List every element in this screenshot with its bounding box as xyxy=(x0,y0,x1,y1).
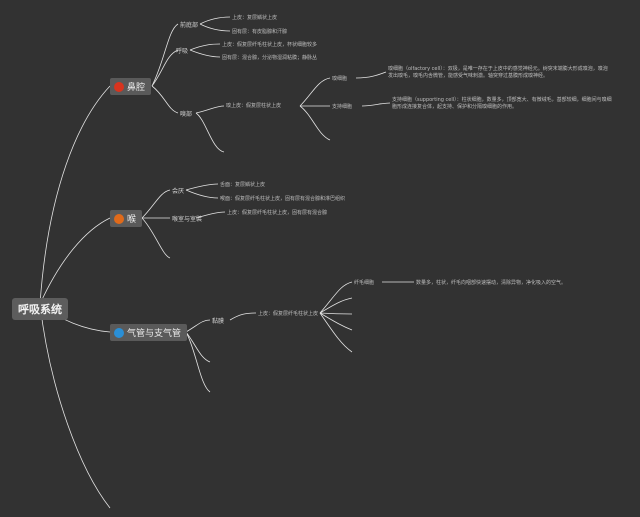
circle-icon xyxy=(114,81,124,92)
branch-trachea-label: 气管与支气管 xyxy=(127,329,182,339)
supporting-cell-desc: 支持细胞（supporting cell）：柱状细胞，数量多，顶部宽大、有微绒毛… xyxy=(392,97,612,110)
nose-respiratory[interactable]: 呼吸部 xyxy=(176,48,188,55)
trachea-mucosa[interactable]: 黏膜 xyxy=(212,318,225,325)
nose-olfactory[interactable]: 嗅部 xyxy=(180,111,193,118)
branch-nose[interactable]: 鼻腔 xyxy=(110,78,152,95)
circle-icon xyxy=(114,327,124,338)
ventricle-epithelium[interactable]: 上皮：假复层纤毛柱状上皮，固有层有混合腺 xyxy=(227,210,328,216)
nose-vestibule-lamina[interactable]: 固有层：有皮脂腺和汗腺 xyxy=(232,29,288,35)
olfactory-cell-desc: 嗅细胞（olfactory cell）：双极，是唯一存在于上皮中的感觉神经元。树… xyxy=(388,66,608,79)
ciliated-cell-label[interactable]: 纤毛细胞 xyxy=(354,280,375,286)
nose-olfactory-epithelium[interactable]: 嗅上皮：假复层柱状上皮 xyxy=(226,103,282,109)
trachea-epithelium[interactable]: 上皮：假复层纤毛柱状上皮 xyxy=(258,311,319,317)
branch-nose-label: 鼻腔 xyxy=(127,83,146,93)
larynx-epiglottis[interactable]: 会厌 xyxy=(172,188,185,195)
circle-icon xyxy=(114,213,124,224)
branch-larynx[interactable]: 喉 xyxy=(110,210,143,227)
epiglottis-laryngeal[interactable]: 喉面：假复层纤毛柱状上皮，固有层有混合腺和淋巴组织 xyxy=(220,196,346,202)
nose-vestibule[interactable]: 前庭部 xyxy=(180,22,199,29)
nose-vestibule-epithelium[interactable]: 上皮：复层鳞状上皮 xyxy=(232,15,278,21)
ciliated-cell-desc: 数量多，柱状，纤毛向咽部快速摆动，清除异物，净化吸入的空气。 xyxy=(416,280,567,286)
nose-respiratory-lamina[interactable]: 固有层：混合腺，分泌物湿润粘膜；静脉丛 xyxy=(222,55,318,61)
branch-larynx-label: 喉 xyxy=(127,215,137,225)
epiglottis-lingual[interactable]: 舌面：复层鳞状上皮 xyxy=(220,182,266,188)
branch-trachea[interactable]: 气管与支气管 xyxy=(110,324,188,341)
root-topic[interactable]: 呼吸系统 xyxy=(12,298,68,320)
nose-respiratory-epithelium[interactable]: 上皮：假复层纤毛柱状上皮，杯状细胞较多 xyxy=(222,42,318,48)
larynx-ventricle[interactable]: 喉室与室襞 xyxy=(172,216,203,223)
supporting-cell-label[interactable]: 支持细胞 xyxy=(332,104,353,110)
olfactory-cell-label[interactable]: 嗅细胞 xyxy=(332,76,348,82)
